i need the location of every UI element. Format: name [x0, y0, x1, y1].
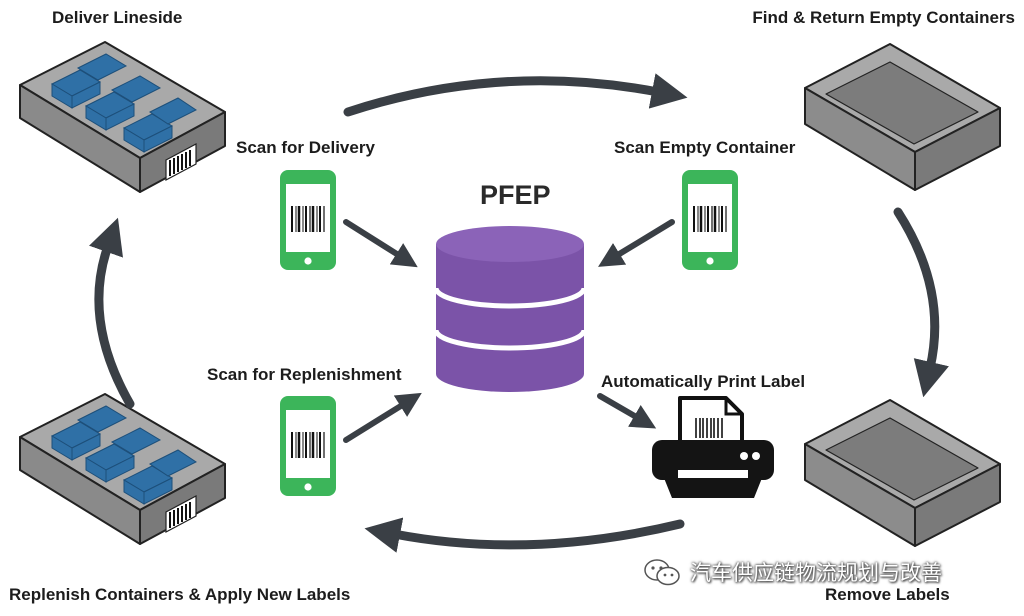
phone-barcode-icon [680, 168, 740, 272]
delabeled-container-icon [804, 399, 1001, 547]
phone-barcode-icon [278, 394, 338, 498]
cycle-arrow-icon [364, 517, 685, 553]
find-return-containers-label: Find & Return Empty Containers [752, 8, 1015, 27]
wechat-icon [644, 559, 680, 586]
phone-barcode-icon [278, 168, 338, 272]
watermark: 汽车供应链物流规划与改善 [642, 557, 942, 587]
scan-for-replenishment-label: Scan for Replenishment [207, 365, 402, 384]
database-icon [433, 226, 587, 392]
arrow-icon [598, 219, 675, 267]
remove-labels-label: Remove Labels [825, 585, 950, 604]
scan-for-delivery-label: Scan for Delivery [236, 138, 375, 157]
empty-container-icon [804, 43, 1001, 191]
full-container-icon [19, 41, 226, 193]
arrow-icon [343, 392, 422, 443]
deliver-lineside-label: Deliver Lineside [52, 8, 183, 27]
cycle-arrow-icon [893, 207, 949, 398]
watermark-text: 汽车供应链物流规划与改善 [690, 561, 942, 585]
cycle-arrow-icon [89, 217, 135, 409]
replenished-container-icon [19, 393, 226, 545]
diagram-title: PFEP [480, 180, 551, 210]
arrow-icon [597, 393, 657, 429]
scan-empty-container-label: Scan Empty Container [614, 138, 796, 157]
automatically-print-label-label: Automatically Print Label [601, 372, 806, 391]
cycle-arrow-icon [343, 73, 688, 117]
printer-icon [652, 396, 774, 498]
replenish-apply-labels-label: Replenish Containers & Apply New Labels [9, 585, 351, 604]
arrow-icon [343, 219, 418, 268]
